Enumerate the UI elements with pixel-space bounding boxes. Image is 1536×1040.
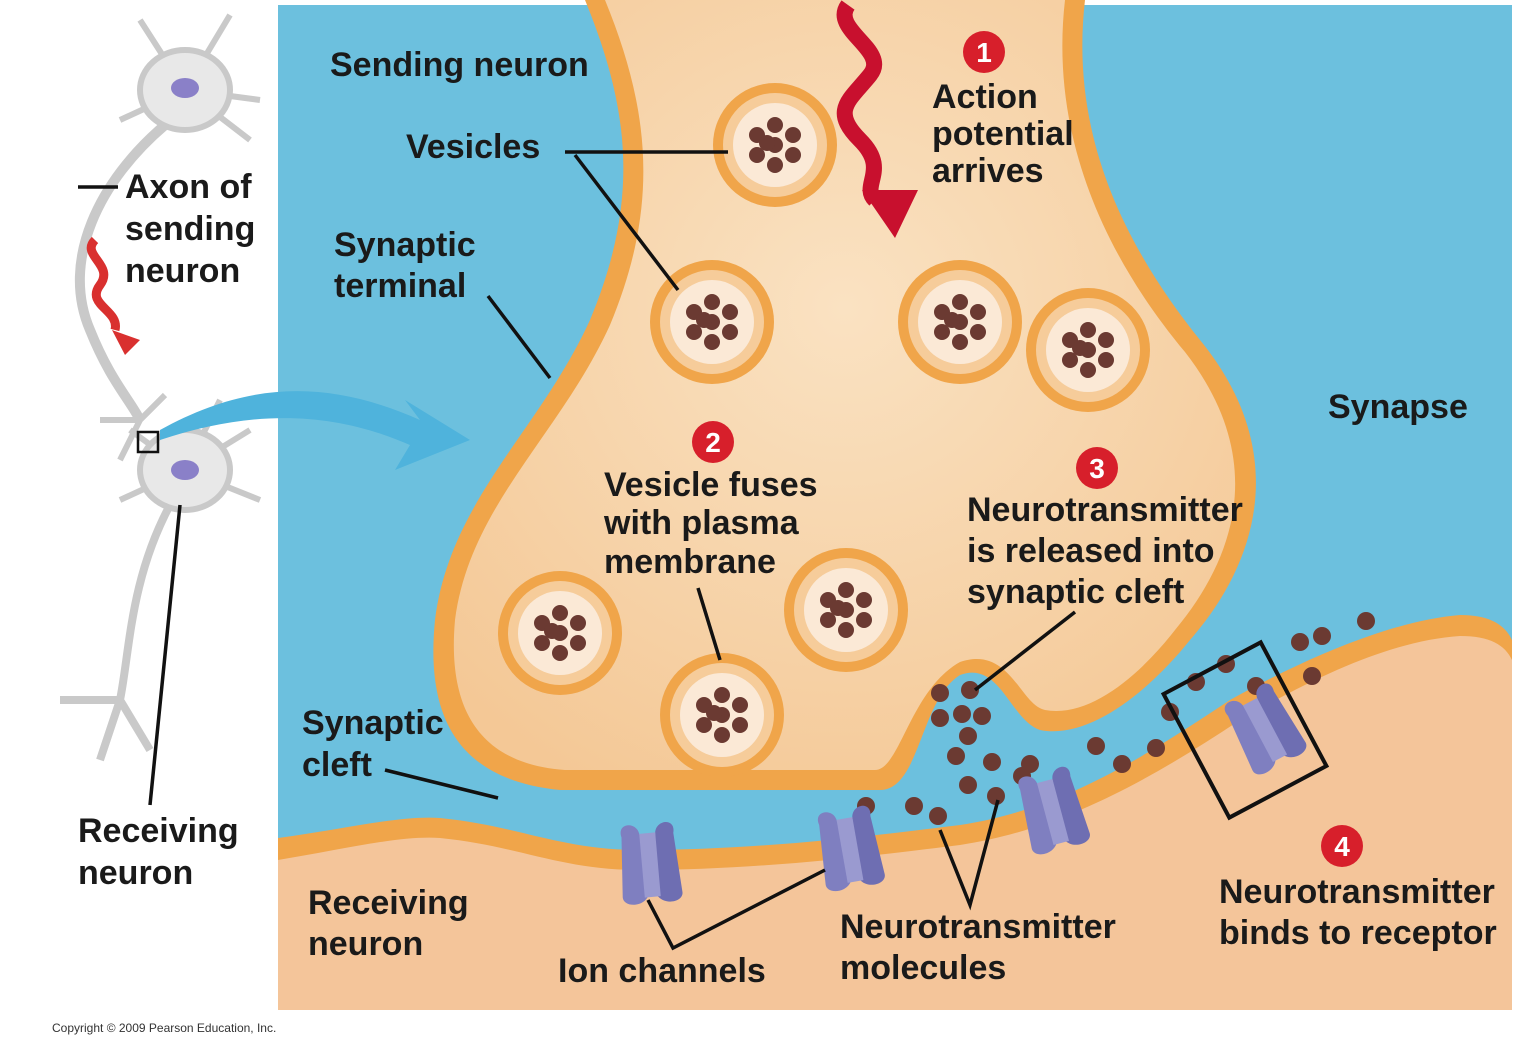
- action-potential-arrow: [836, 0, 883, 206]
- vesicle: [660, 653, 784, 777]
- receiving-neuron-body: [278, 636, 1512, 1010]
- neurotransmitter-molecule: [1303, 667, 1321, 685]
- vesicle: [784, 548, 908, 672]
- neurotransmitter-molecule: [1087, 737, 1105, 755]
- ion-channels: [620, 683, 1307, 905]
- neurotransmitter-molecule: [905, 797, 923, 815]
- step-badge: [692, 421, 734, 463]
- copyright: Copyright © 2009 Pearson Education, Inc.: [52, 1021, 276, 1035]
- neurotransmitter-molecule: [1147, 739, 1165, 757]
- neurotransmitter-molecule: [929, 807, 947, 825]
- synaptic-terminal-cytoplasm: [453, 0, 1236, 770]
- step-badge: [1321, 825, 1363, 867]
- neurotransmitter-molecule: [947, 747, 965, 765]
- neurotransmitter-molecules: [857, 612, 1375, 825]
- label-synapse: Synapse: [1328, 388, 1468, 426]
- neurotransmitter-molecule: [931, 709, 949, 727]
- step-badge: [963, 31, 1005, 73]
- vesicle: [713, 83, 837, 207]
- neurotransmitter-molecule: [959, 776, 977, 794]
- nucleus-sending: [171, 78, 199, 98]
- neurotransmitter-molecule: [1291, 633, 1309, 651]
- label-vesicles: Vesicles: [406, 128, 540, 166]
- vesicle: [898, 260, 1022, 384]
- neurotransmitter-molecule: [1313, 627, 1331, 645]
- small-arrowhead: [112, 330, 140, 355]
- small-action-potential-arrow: [86, 236, 120, 332]
- receptor-ion-channel: [620, 821, 683, 905]
- step-number: 4: [1334, 831, 1350, 862]
- neurotransmitter-molecule: [973, 707, 991, 725]
- zoom-region-box: [136, 430, 160, 454]
- neurotransmitter-molecule: [931, 684, 949, 702]
- neurotransmitter-molecule: [1357, 612, 1375, 630]
- zoom-arrow: [160, 391, 470, 470]
- receptor-highlight-box: [1160, 639, 1330, 821]
- neurotransmitter-molecule: [959, 727, 977, 745]
- neuron-overview: [60, 13, 262, 762]
- neurotransmitter-molecule: [983, 753, 1001, 771]
- action-potential-arrowhead: [862, 190, 918, 238]
- step-badge: [1076, 447, 1118, 489]
- vesicles: [498, 83, 1150, 777]
- neurotransmitter-molecule: [987, 787, 1005, 805]
- leader-lines: [78, 150, 1077, 951]
- nucleus-receiving: [171, 460, 199, 480]
- receptor-ion-channel: [817, 805, 885, 892]
- label-sending-neuron: Sending neuron: [330, 46, 589, 84]
- vesicle: [650, 260, 774, 384]
- receptor-ion-channel: [1018, 766, 1090, 855]
- neurotransmitter-molecule: [1113, 755, 1131, 773]
- neurotransmitter-molecule: [961, 681, 979, 699]
- vesicle: [498, 571, 622, 695]
- receptor-ion-channel: [1224, 683, 1307, 775]
- label-ion-channels: Ion channels: [558, 952, 766, 990]
- step-number: 2: [705, 427, 721, 458]
- step-number: 1: [976, 37, 992, 68]
- step-number: 3: [1089, 453, 1105, 484]
- neurotransmitter-molecule: [1021, 755, 1039, 773]
- neurotransmitter-molecule: [953, 705, 971, 723]
- vesicle: [1026, 288, 1150, 412]
